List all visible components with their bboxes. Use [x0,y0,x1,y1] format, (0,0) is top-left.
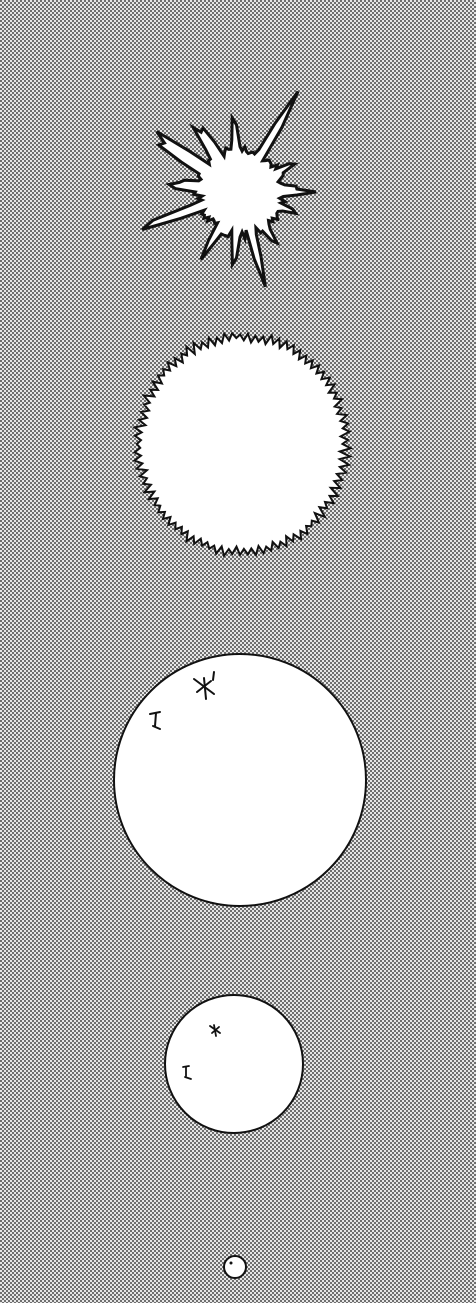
tiny-circle-dot [230,1262,233,1265]
tiny-circle-outline [224,1256,246,1278]
tiny-circle-shape [224,1256,246,1278]
crack-mark [213,672,214,680]
large-circle-shape [114,654,366,906]
crack-mark [155,713,156,726]
medium-circle-outline [165,995,303,1133]
large-circle-outline [114,654,366,906]
medium-circle-shape [165,995,303,1133]
